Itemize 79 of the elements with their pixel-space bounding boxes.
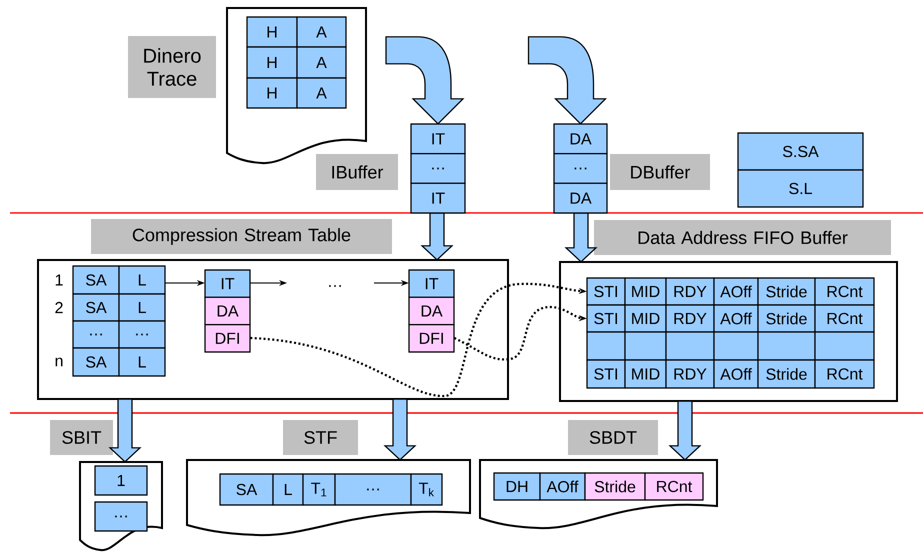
section-label: IBuffer (316, 154, 398, 190)
node-label: A (316, 87, 327, 98)
node-label: MID (632, 312, 660, 324)
table-row: STI MID RDY AOff Stride RCnt (586, 359, 875, 389)
node-label: STI (594, 286, 617, 298)
node-label: DFI (216, 332, 239, 344)
arrow (528, 36, 606, 124)
node-label: L (138, 356, 146, 368)
table-row: SA L T$_{1}$ … T$_{k}$ (219, 473, 443, 506)
node-label: L (138, 302, 146, 313)
arrow (564, 212, 598, 263)
table-row: H A (246, 16, 347, 48)
node-label: IT (432, 192, 445, 204)
section-label: SBIT (50, 420, 113, 455)
node-label: DFI (420, 332, 443, 344)
node-label: MID (632, 286, 660, 297)
node-label: DH (506, 480, 528, 492)
section-label: SBDT (568, 420, 658, 455)
node-label: AOff (720, 312, 752, 324)
node-label: … (136, 334, 148, 336)
row-number: n (56, 358, 62, 366)
section-label: Data Address FIFO Buffer (594, 220, 891, 255)
arrow (668, 400, 702, 461)
node-label: RCnt (657, 480, 692, 492)
node-label: Stride (766, 286, 807, 298)
table-row: … … (72, 320, 166, 349)
table-row: STI MID RDY AOff Stride RCnt (586, 277, 875, 306)
buffer-stack: IT … IT (410, 123, 466, 214)
table-row: STI MID RDY AOff Stride RCnt (586, 304, 875, 333)
node-label: L (284, 484, 292, 495)
buffer-stack: 1 (94, 465, 148, 496)
node-label: S.L (789, 182, 812, 194)
node-label: A (316, 56, 327, 68)
section-label: STF (283, 420, 358, 455)
node-label: AOff (720, 286, 752, 298)
node-label: RDY (674, 312, 707, 324)
node-label: RDY (674, 368, 707, 380)
node-label: IT (426, 278, 438, 290)
container-box (37, 259, 509, 400)
table-row: SA L (72, 347, 166, 377)
node-label: Stride (766, 368, 807, 380)
section-label: Compression Stream Table (91, 219, 392, 254)
node-label: L (138, 274, 146, 286)
arrow (383, 398, 417, 461)
node-label: AOff (720, 368, 752, 380)
arrow (420, 212, 454, 261)
node-label: RDY (674, 286, 707, 297)
container-box (559, 261, 898, 402)
table-row: SA L (72, 293, 166, 322)
table-row: H A (246, 46, 347, 79)
node-label: A (316, 26, 327, 38)
section-label: Dinero Trace (128, 36, 216, 98)
buffer-stack: IT DA DFI (204, 269, 251, 353)
node-label: MID (632, 368, 660, 380)
table-row: H A (246, 77, 347, 109)
node-label: IT (432, 133, 445, 144)
node-label: STI (594, 368, 617, 380)
row-number: 2 (55, 302, 63, 314)
node-label: T$_{k}$ (418, 482, 434, 496)
buffer-stack: … (94, 501, 148, 532)
node-label: SA (236, 484, 258, 496)
node-label: DA (570, 192, 592, 204)
ellipsis-label: … (329, 285, 341, 287)
table-row (586, 331, 875, 361)
node-label: IT (222, 278, 234, 290)
arrow (108, 398, 142, 463)
buffer-stack: IT DA DFI (408, 269, 455, 353)
buffer-stack: DA … DA (553, 123, 608, 214)
arrow (385, 36, 464, 124)
node-label: DA (570, 133, 592, 144)
buffer-stack: S.SA S.L (737, 132, 864, 208)
table-row: DH AOff Stride RCnt (493, 472, 704, 501)
node-label: T$_{1}$ (311, 482, 326, 496)
row-number: 1 (56, 274, 63, 286)
node-label: Stride (766, 312, 807, 324)
node-label: AOff (546, 480, 578, 492)
node-label: STI (594, 312, 617, 324)
table-row: SA L (72, 265, 166, 295)
section-label: DBuffer (610, 154, 710, 190)
